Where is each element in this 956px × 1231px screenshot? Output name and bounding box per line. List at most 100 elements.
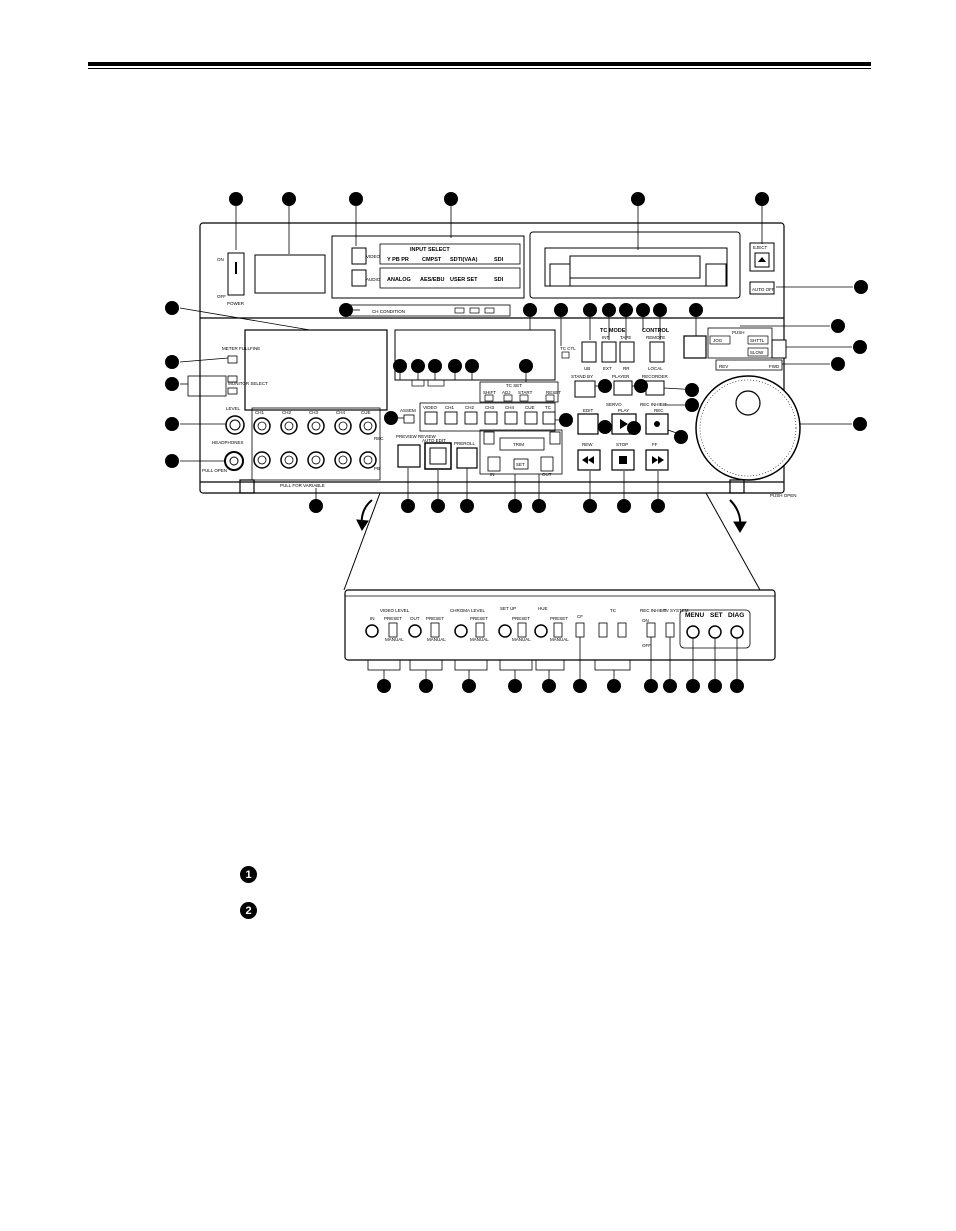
callout-marker bbox=[165, 377, 179, 391]
callout-markers bbox=[165, 192, 868, 693]
legend-item-2: 2 bbox=[240, 902, 257, 919]
power-on-label: ON bbox=[217, 257, 224, 262]
callout-marker bbox=[508, 499, 522, 513]
callout-marker bbox=[411, 359, 425, 373]
callout-marker bbox=[448, 359, 462, 373]
ub-label: UB bbox=[584, 366, 590, 371]
callout-marker bbox=[607, 679, 621, 693]
callout-marker bbox=[854, 280, 868, 294]
callout-marker bbox=[602, 303, 616, 317]
vl-in-label: IN bbox=[370, 616, 375, 621]
set-up-label: SET UP bbox=[500, 606, 516, 611]
monitor-select-bracket bbox=[187, 375, 227, 397]
ypbpr-label: Y PB PR bbox=[387, 257, 409, 263]
callout-marker bbox=[685, 398, 699, 412]
vl-manual-label: MANUAL bbox=[385, 637, 404, 642]
rev-label: REV bbox=[719, 364, 728, 369]
callout-marker bbox=[460, 499, 474, 513]
callout-marker bbox=[165, 301, 179, 315]
callout-marker bbox=[339, 303, 353, 317]
ch1-btn-label: CH1 bbox=[445, 405, 454, 410]
legend-item-1: 1 bbox=[240, 866, 257, 883]
callout-marker bbox=[523, 303, 537, 317]
int-label: INT bbox=[602, 335, 610, 340]
fold-out-lines bbox=[343, 492, 761, 591]
vl-out-label: OUT bbox=[410, 616, 420, 621]
rew-label: REW bbox=[582, 442, 593, 447]
monitor-select-r bbox=[227, 387, 238, 395]
callout-marker bbox=[634, 379, 648, 393]
audio-label: AUDIO bbox=[366, 277, 381, 282]
callout-marker bbox=[431, 499, 445, 513]
rec-inhibit-off-label: OFF bbox=[642, 643, 651, 648]
headphones-label: HEADPHONES bbox=[212, 440, 244, 445]
callout-marker bbox=[674, 430, 688, 444]
stop-label: STOP bbox=[616, 442, 628, 447]
player-label: PLAYER bbox=[612, 374, 630, 379]
pull-open-label: PULL OPEN bbox=[202, 468, 227, 473]
rec-knob-label: REC bbox=[374, 436, 384, 441]
fwd-label: FWD bbox=[769, 364, 780, 369]
channel-select-buttons: VIDEO CH1 CH2 CH3 CH4 CUE TC ASSEM bbox=[400, 402, 556, 432]
play-label: PLAY bbox=[618, 408, 629, 413]
callout-marker bbox=[651, 499, 665, 513]
callout-marker bbox=[619, 303, 633, 317]
set-label: SET bbox=[516, 462, 525, 467]
video-btn-label: VIDEO bbox=[423, 405, 438, 410]
preview-review-label: PREVIEW REVIEW bbox=[396, 434, 437, 439]
push-open-label: PUSH OPEN bbox=[770, 493, 797, 498]
ch3-label: CH3 bbox=[309, 410, 318, 415]
rec-inhibit-on-label: ON bbox=[642, 618, 649, 623]
callout-marker bbox=[462, 679, 476, 693]
callout-marker bbox=[532, 499, 546, 513]
stand-by-label: STAND BY bbox=[571, 374, 593, 379]
callout-marker bbox=[708, 679, 722, 693]
callout-marker bbox=[583, 303, 597, 317]
trim-controls: TRIM SET IN OUT bbox=[479, 429, 563, 477]
tc-btn-label: TC bbox=[545, 405, 552, 410]
callout-marker bbox=[465, 359, 479, 373]
tc-mode-switches: TC CTL TC MODE INT TAPE UB EXT RR CONTRO… bbox=[560, 328, 670, 371]
callout-marker bbox=[627, 421, 641, 435]
ch4-label: CH4 bbox=[336, 410, 345, 415]
callout-marker bbox=[165, 417, 179, 431]
sdi-label: SDI bbox=[494, 257, 504, 263]
level-label: LEVEL bbox=[226, 406, 241, 411]
callout-marker bbox=[686, 679, 700, 693]
header-rule-thin bbox=[88, 68, 871, 69]
callout-marker bbox=[542, 679, 556, 693]
diag-label: DIAG bbox=[728, 612, 744, 619]
callout-marker bbox=[419, 679, 433, 693]
shift-label: SHIFT bbox=[483, 390, 496, 395]
callout-marker bbox=[831, 357, 845, 371]
tc-mode-label: TC MODE bbox=[600, 328, 626, 334]
cf-label: CF bbox=[577, 614, 583, 619]
eject-button: EJECT bbox=[749, 242, 775, 272]
callout-marker bbox=[384, 411, 398, 425]
ch-condition: CH CONDITION bbox=[349, 304, 511, 317]
tc-set-area: TC SET SHIFT ADJ START RESET bbox=[479, 381, 561, 403]
meter-button bbox=[227, 355, 238, 364]
servo-label: SERVO bbox=[606, 402, 622, 407]
eject-label: EJECT bbox=[753, 245, 768, 250]
ch2-label: CH2 bbox=[282, 410, 291, 415]
sub-panel: VIDEO LEVEL IN PRESET OUT PRESET MANUAL … bbox=[344, 589, 776, 671]
level-meter-display bbox=[244, 329, 388, 411]
legend-badge: 2 bbox=[240, 902, 257, 919]
callout-marker bbox=[401, 499, 415, 513]
chroma-level-label: CHROMA LEVEL bbox=[450, 608, 486, 613]
vl-preset-label: PRESET bbox=[384, 616, 402, 621]
callout-marker bbox=[282, 192, 296, 206]
cue-btn-label: CUE bbox=[525, 405, 535, 410]
pull-for-variable-label: PULL FOR VARIABLE bbox=[280, 483, 325, 488]
reset-label: RESET bbox=[546, 390, 561, 395]
in-label: IN bbox=[490, 472, 495, 477]
callout-leader bbox=[179, 357, 229, 363]
meter-label: METER FULLFINE bbox=[222, 346, 260, 351]
callout-marker bbox=[631, 192, 645, 206]
callout-marker bbox=[853, 340, 867, 354]
callout-marker bbox=[598, 420, 612, 434]
control-label: CONTROL bbox=[642, 328, 670, 334]
vl-manual2-label: MANUAL bbox=[427, 637, 446, 642]
push-label: PUSH bbox=[732, 330, 745, 335]
